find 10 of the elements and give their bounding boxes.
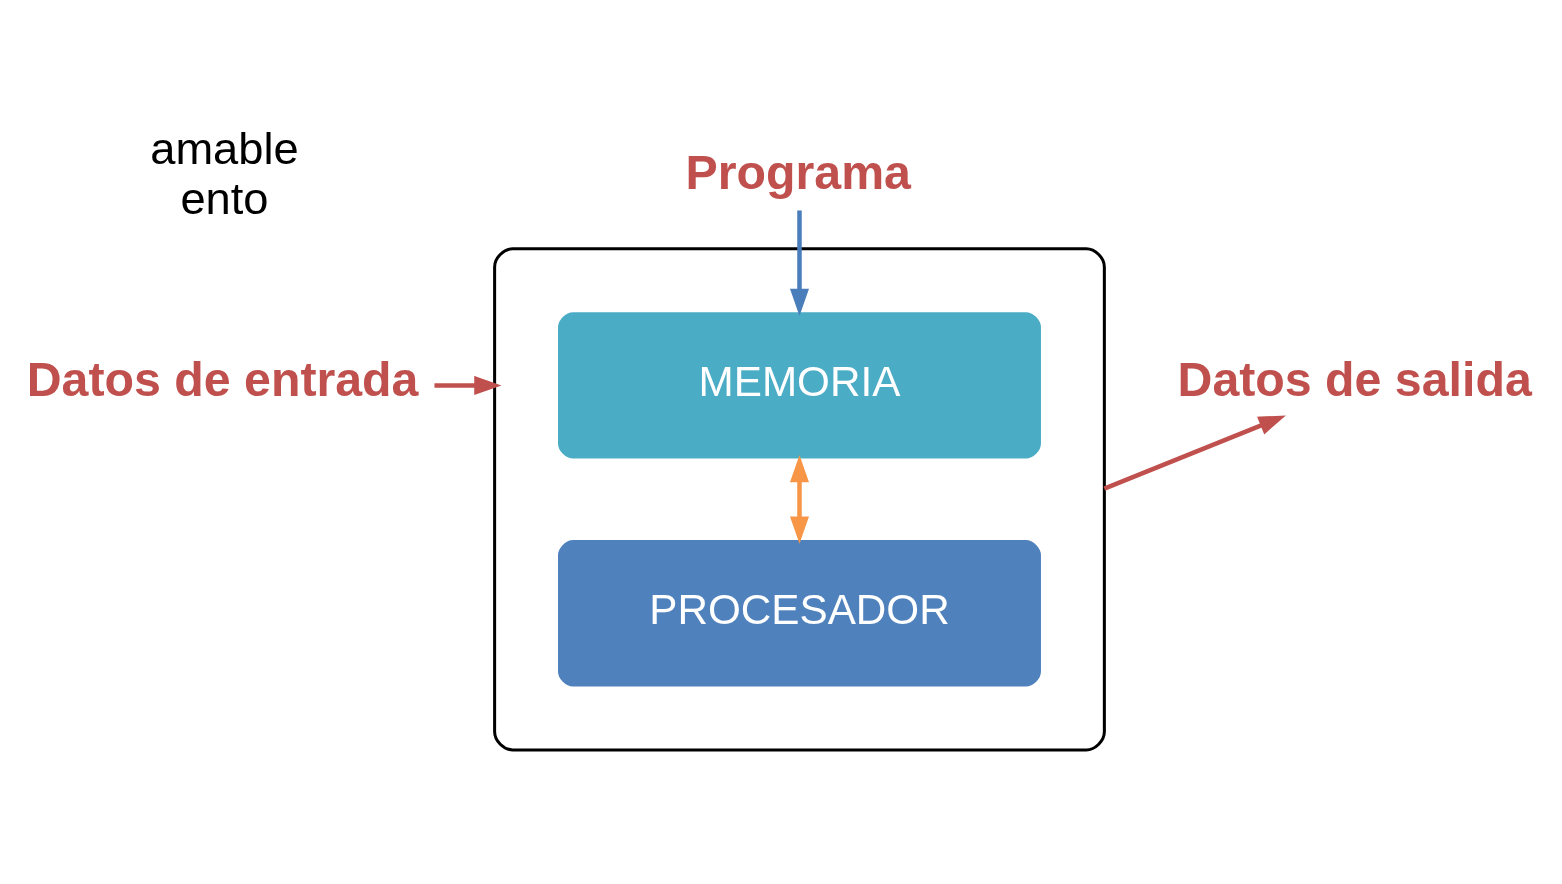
arrow bbox=[1103, 415, 1286, 491]
arrow bbox=[434, 375, 502, 395]
node-text: Programa bbox=[685, 144, 911, 199]
node-text: Datos de salida bbox=[1177, 352, 1532, 407]
label: ento bbox=[180, 173, 269, 225]
node-text: Datos de entrada bbox=[26, 352, 419, 407]
label: amable bbox=[150, 123, 299, 175]
arrow bbox=[789, 454, 810, 544]
arrow bbox=[789, 210, 810, 316]
cluster bbox=[493, 247, 1106, 752]
